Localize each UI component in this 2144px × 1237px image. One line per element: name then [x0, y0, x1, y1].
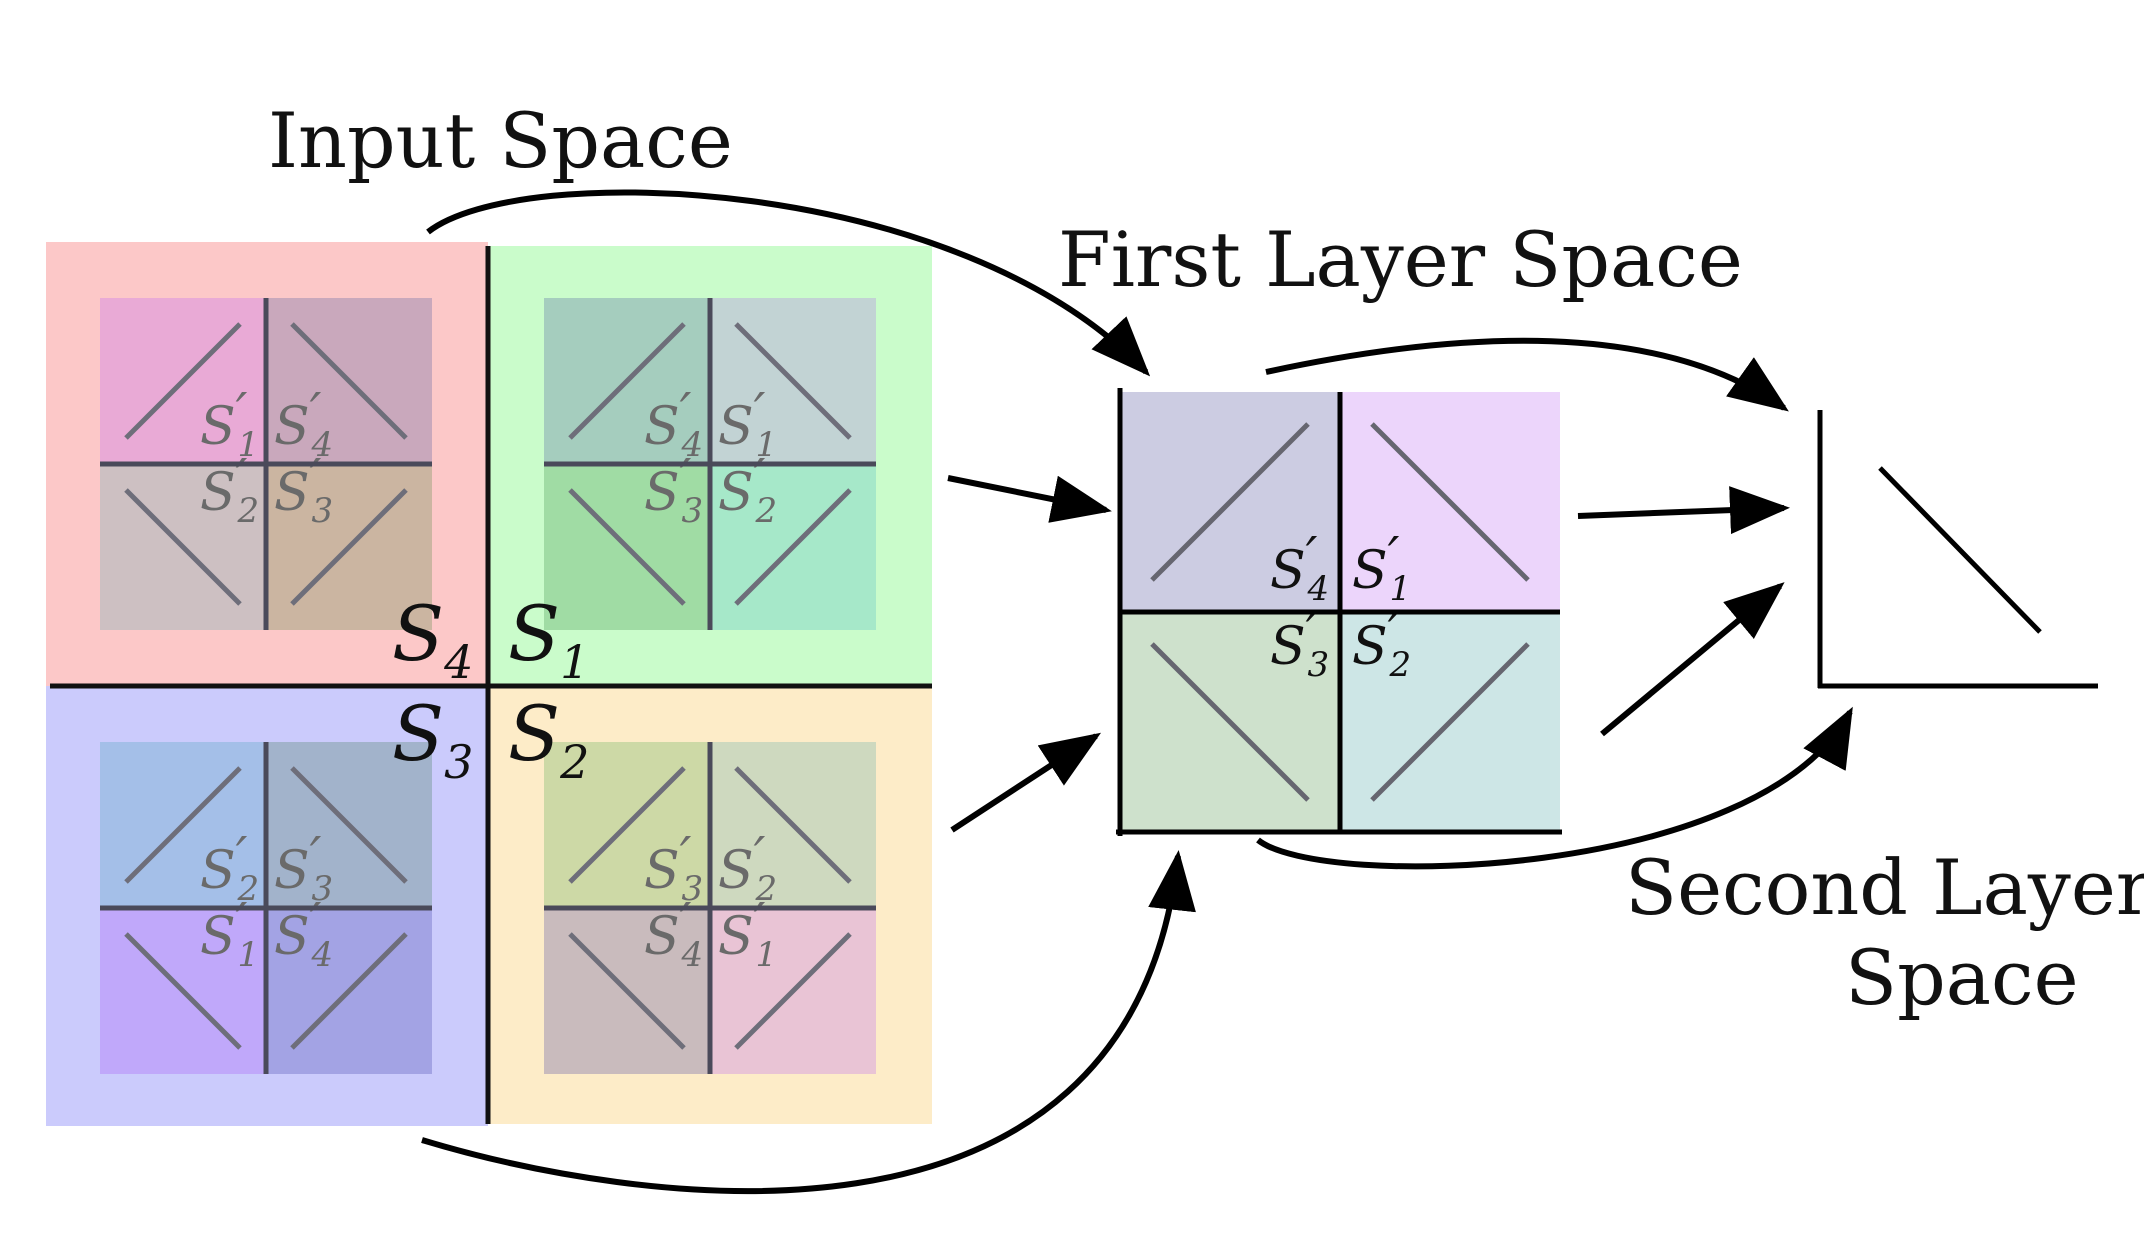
first-layer-cell-line — [1370, 422, 1530, 582]
inner-cell: S′4 — [266, 298, 432, 465]
inner-cell-label: S′2 — [718, 827, 777, 909]
inner-cell-line — [124, 932, 242, 1050]
first-layer-cell: S′4 — [1120, 392, 1340, 612]
inner-cell-label: S′2 — [200, 827, 259, 909]
inner-cell-label: S′1 — [718, 383, 777, 465]
inner-cell-label: S′3 — [274, 449, 333, 531]
inner-cell-line — [568, 488, 686, 606]
inner-cell-label: S′1 — [200, 893, 259, 975]
region-label-s3: S3 — [392, 689, 473, 789]
first-layer-cell-line — [1370, 642, 1530, 802]
inner-cell: S′3 — [266, 742, 432, 909]
inner-cell: S′2 — [100, 449, 266, 630]
inner-cell-line — [290, 932, 408, 1050]
first-layer-cell-line — [1150, 642, 1310, 802]
first-layer-cell-label: S′1 — [1352, 527, 1411, 609]
arrows — [421, 189, 1853, 1194]
inner-cell-label: S′3 — [644, 827, 703, 909]
inner-cell-line — [734, 766, 852, 884]
inner-cell-line — [568, 932, 686, 1050]
inner-cell: S′1 — [710, 893, 876, 1074]
input-space-title: Input Space — [268, 96, 733, 185]
inner-cell: S′2 — [710, 742, 876, 909]
arrow-first-to-second-bottom — [1256, 706, 1853, 870]
inner-cell-line — [290, 766, 408, 884]
inner-cell-line — [290, 488, 408, 606]
region-label-s2: S2 — [508, 689, 589, 789]
inner-cell-line — [124, 488, 242, 606]
inner-cell: S′4 — [544, 893, 710, 1074]
second-layer-function-line — [1878, 466, 2042, 634]
inner-cell: S′4 — [266, 893, 432, 1074]
first-layer-space-title: First Layer Space — [1058, 215, 1743, 304]
arrow-first-to-second-lower — [1600, 582, 1785, 737]
first-layer-cell: S′2 — [1340, 603, 1560, 832]
arrow-s3-to-first-layer — [421, 850, 1196, 1194]
inner-cell: S′3 — [544, 449, 710, 630]
inner-cell-line — [734, 932, 852, 1050]
second-layer-space-title-line1: Second Layer — [1625, 843, 2144, 932]
inner-cell-line — [568, 322, 686, 440]
inner-cell: S′1 — [710, 298, 876, 465]
inner-cell-line — [124, 766, 242, 884]
region-label-s1: S1 — [508, 589, 589, 689]
region-label-s4: S4 — [392, 589, 473, 689]
inner-cell: S′1 — [100, 298, 266, 465]
arrow-s4-to-first-layer — [426, 189, 1151, 377]
inner-cell-line — [124, 322, 242, 440]
first-layer-cell-label: S′4 — [1270, 527, 1329, 609]
quadrant-s4: S′1 S′4S′2 S′3 — [46, 242, 488, 686]
second-layer-space-title-line2: Space — [1845, 933, 2079, 1022]
inner-cell-label: S′2 — [200, 449, 259, 531]
inner-cell: S′4 — [544, 298, 710, 465]
inner-cell-line — [734, 488, 852, 606]
second-layer-space-plot — [1817, 410, 2098, 689]
inner-cell: S′3 — [544, 742, 710, 909]
first-layer-space-grid: S′4 S′1S′3 S′2 — [1116, 388, 1562, 836]
arrow-first-to-second-upper — [1577, 486, 1790, 535]
inner-cell-line — [568, 766, 686, 884]
inner-cell-label: S′4 — [644, 893, 703, 975]
inner-cell-label: S′4 — [274, 383, 333, 465]
first-layer-cell: S′1 — [1340, 392, 1560, 612]
arrow-first-to-second-top — [1265, 337, 1789, 412]
inner-cell-line — [290, 322, 408, 440]
inner-cell: S′2 — [710, 449, 876, 630]
inner-cell: S′3 — [266, 449, 432, 630]
inner-cell-label: S′1 — [200, 383, 259, 465]
first-layer-cell: S′3 — [1120, 603, 1340, 832]
first-layer-cell-line — [1150, 422, 1310, 582]
inner-cell: S′1 — [100, 893, 266, 1074]
inner-cell-line — [734, 322, 852, 440]
first-layer-cell-label: S′3 — [1270, 603, 1329, 685]
first-layer-cell-label: S′2 — [1352, 603, 1411, 685]
arrow-s1-to-first-layer — [947, 475, 1112, 523]
inner-cell: S′2 — [100, 742, 266, 909]
inner-cell-label: S′3 — [274, 827, 333, 909]
arrow-s2-to-first-layer — [950, 732, 1102, 833]
inner-cell-label: S′4 — [644, 383, 703, 465]
